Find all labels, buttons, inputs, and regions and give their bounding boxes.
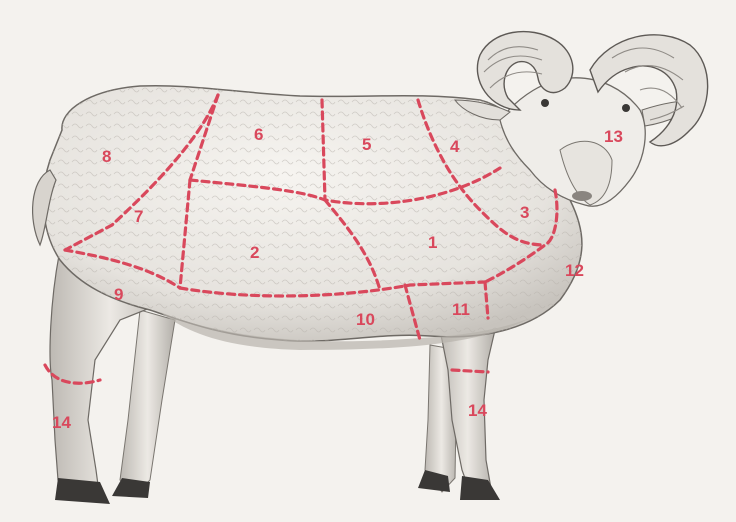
cut-label-9: 9 [114, 285, 123, 304]
cut-label-14-hind: 14 [52, 413, 71, 432]
cut-label-10: 10 [356, 310, 375, 329]
cut-label-14-front: 14 [468, 401, 487, 420]
cut-label-3: 3 [520, 203, 529, 222]
cut-label-12: 12 [565, 261, 584, 280]
cut-label-4: 4 [450, 137, 460, 156]
cut-label-2: 2 [250, 243, 259, 262]
cut-label-11: 11 [452, 300, 470, 319]
cut-line-shank-front-low [452, 370, 488, 372]
cut-label-1: 1 [428, 233, 437, 252]
cut-label-6: 6 [254, 125, 263, 144]
cut-label-13: 13 [604, 127, 623, 146]
cut-label-8: 8 [102, 147, 111, 166]
cut-label-7: 7 [134, 207, 143, 226]
cut-label-5: 5 [362, 135, 371, 154]
